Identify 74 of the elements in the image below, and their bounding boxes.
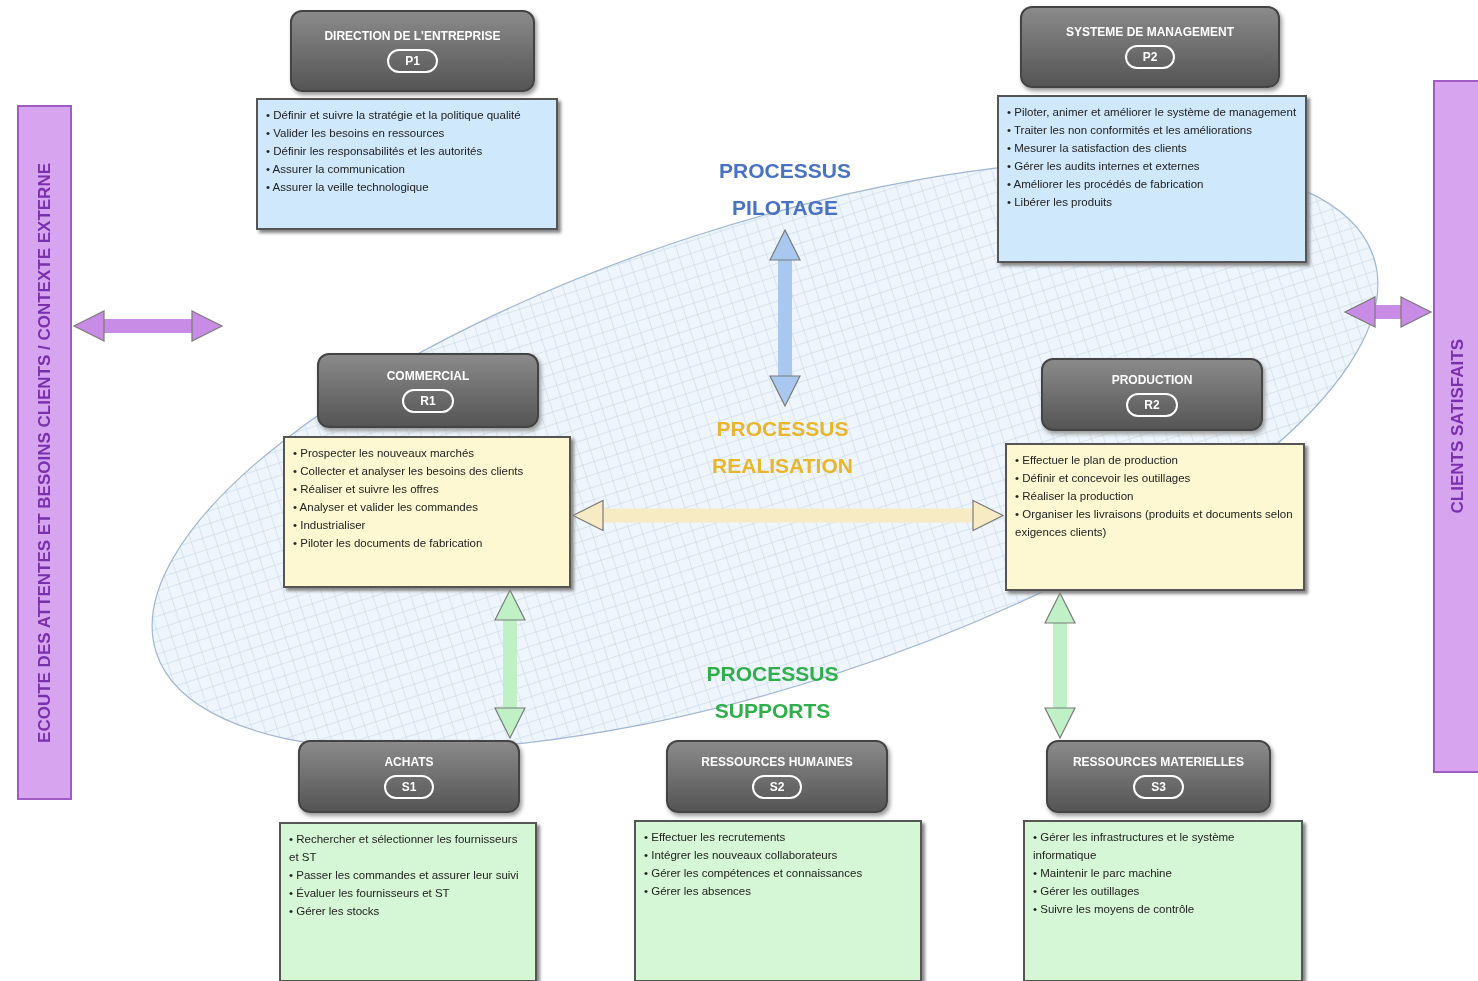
task-item: • Piloter les documents de fabrication xyxy=(293,536,484,551)
task-item: • Réaliser la production xyxy=(1015,489,1135,504)
process-header xyxy=(317,353,539,428)
process-header xyxy=(1041,358,1263,431)
task-item: • Prospecter les nouveaux marchés xyxy=(293,446,476,461)
task-list-box xyxy=(1023,820,1303,981)
process-group-label: PROCESSUS REALISATION xyxy=(711,416,854,479)
task-item: • Rechercher et sélectionner les fournisseurs et ST xyxy=(289,832,519,865)
process-group-label: PROCESSUS SUPPORTS xyxy=(705,661,840,724)
process-title: PRODUCTION xyxy=(1111,372,1193,387)
process-title: RESSOURCES MATERIELLES xyxy=(1072,754,1245,769)
task-item: • Définir et concevoir les outillages xyxy=(1015,471,1192,486)
process-title: COMMERCIAL xyxy=(386,368,470,383)
process-group-label: PROCESSUS PILOTAGE xyxy=(718,158,852,221)
task-item: • Réaliser et suivre les offres xyxy=(293,482,440,497)
process-title: DIRECTION DE L'ENTREPRISE xyxy=(324,29,501,43)
task-item: • Définir et suivre la stratégie et la politique qualité xyxy=(266,108,522,123)
process-code-badge: S3 xyxy=(1133,774,1184,799)
task-item: • Suivre les moyens de contrôle xyxy=(1033,902,1196,917)
task-list-box xyxy=(1005,443,1305,591)
task-item: • Maintenir le parc machine xyxy=(1033,866,1173,881)
task-item: • Passer les commandes et assurer leur suivi xyxy=(289,868,520,883)
process-title: ACHATS xyxy=(384,754,434,769)
task-item: • Gérer les infrastructures et le système informatique xyxy=(1033,830,1236,863)
task-item: • Gérer les compétences et connaissances xyxy=(644,866,864,881)
process-code-badge: S1 xyxy=(383,774,435,799)
task-item: • Assurer la communication xyxy=(266,162,406,177)
task-item: • Collecter et analyser les besoins des clients xyxy=(293,464,525,479)
task-item: • Définir les responsabilités et les autorités xyxy=(266,144,484,159)
task-item: • Industrialiser xyxy=(293,518,367,533)
process-code-badge: R1 xyxy=(402,388,454,413)
task-list-box xyxy=(279,822,537,981)
task-item: • Effectuer les recrutements xyxy=(644,830,787,845)
double-arrow xyxy=(1344,296,1432,328)
process-code-badge: R2 xyxy=(1126,392,1178,417)
task-item: • Intégrer les nouveaux collaborateurs xyxy=(644,848,839,863)
task-item: • Mesurer la satisfaction des clients xyxy=(1007,141,1188,156)
task-list-box xyxy=(997,95,1307,263)
double-arrow xyxy=(769,229,801,407)
process-code-badge: S2 xyxy=(751,774,803,799)
process-header xyxy=(298,740,520,813)
side-banner xyxy=(17,105,72,800)
task-item: • Gérer les audits internes et externes xyxy=(1007,159,1201,174)
double-arrow xyxy=(1044,592,1076,739)
double-arrow xyxy=(572,499,1004,532)
process-header xyxy=(666,740,888,813)
banner-text: ECOUTE DES ATTENTES ET BESOINS CLIENTS / CONTEXTE EXTERNE xyxy=(34,162,55,743)
task-item: • Traiter les non conformités et les améliorations xyxy=(1007,123,1253,138)
task-item: • Analyser et valider les commandes xyxy=(293,500,479,515)
task-item: • Évaluer les fournisseurs et ST xyxy=(289,886,451,901)
task-item: • Organiser les livraisons (produits et documents selon exigences clients) xyxy=(1015,507,1294,540)
process-header xyxy=(290,10,535,92)
side-banner xyxy=(1433,80,1478,773)
task-item: • Gérer les outillages xyxy=(1033,884,1141,899)
process-code-badge: P1 xyxy=(387,49,438,73)
process-header xyxy=(1046,740,1271,813)
task-item: • Améliorer les procédés de fabrication xyxy=(1007,177,1205,192)
task-item: • Valider les besoins en ressources xyxy=(266,126,446,141)
task-item: • Piloter, animer et améliorer le système de management xyxy=(1007,105,1297,120)
task-list-box xyxy=(283,436,571,588)
process-header xyxy=(1020,6,1280,88)
double-arrow xyxy=(494,589,526,739)
task-item: • Libérer les produits xyxy=(1007,195,1114,210)
double-arrow xyxy=(73,310,223,342)
process-title: RESSOURCES HUMAINES xyxy=(701,754,853,769)
task-list-box xyxy=(634,820,922,981)
banner-text: CLIENTS SATISFAITS xyxy=(1448,339,1468,514)
task-item: • Gérer les absences xyxy=(644,884,752,899)
task-item: • Assurer la veille technologique xyxy=(266,180,430,195)
task-list-box xyxy=(256,98,558,230)
task-item: • Effectuer le plan de production xyxy=(1015,453,1179,468)
process-code-badge: P2 xyxy=(1124,45,1176,69)
task-item: • Gérer les stocks xyxy=(289,904,381,919)
process-title: SYSTEME DE MANAGEMENT xyxy=(1066,25,1234,39)
